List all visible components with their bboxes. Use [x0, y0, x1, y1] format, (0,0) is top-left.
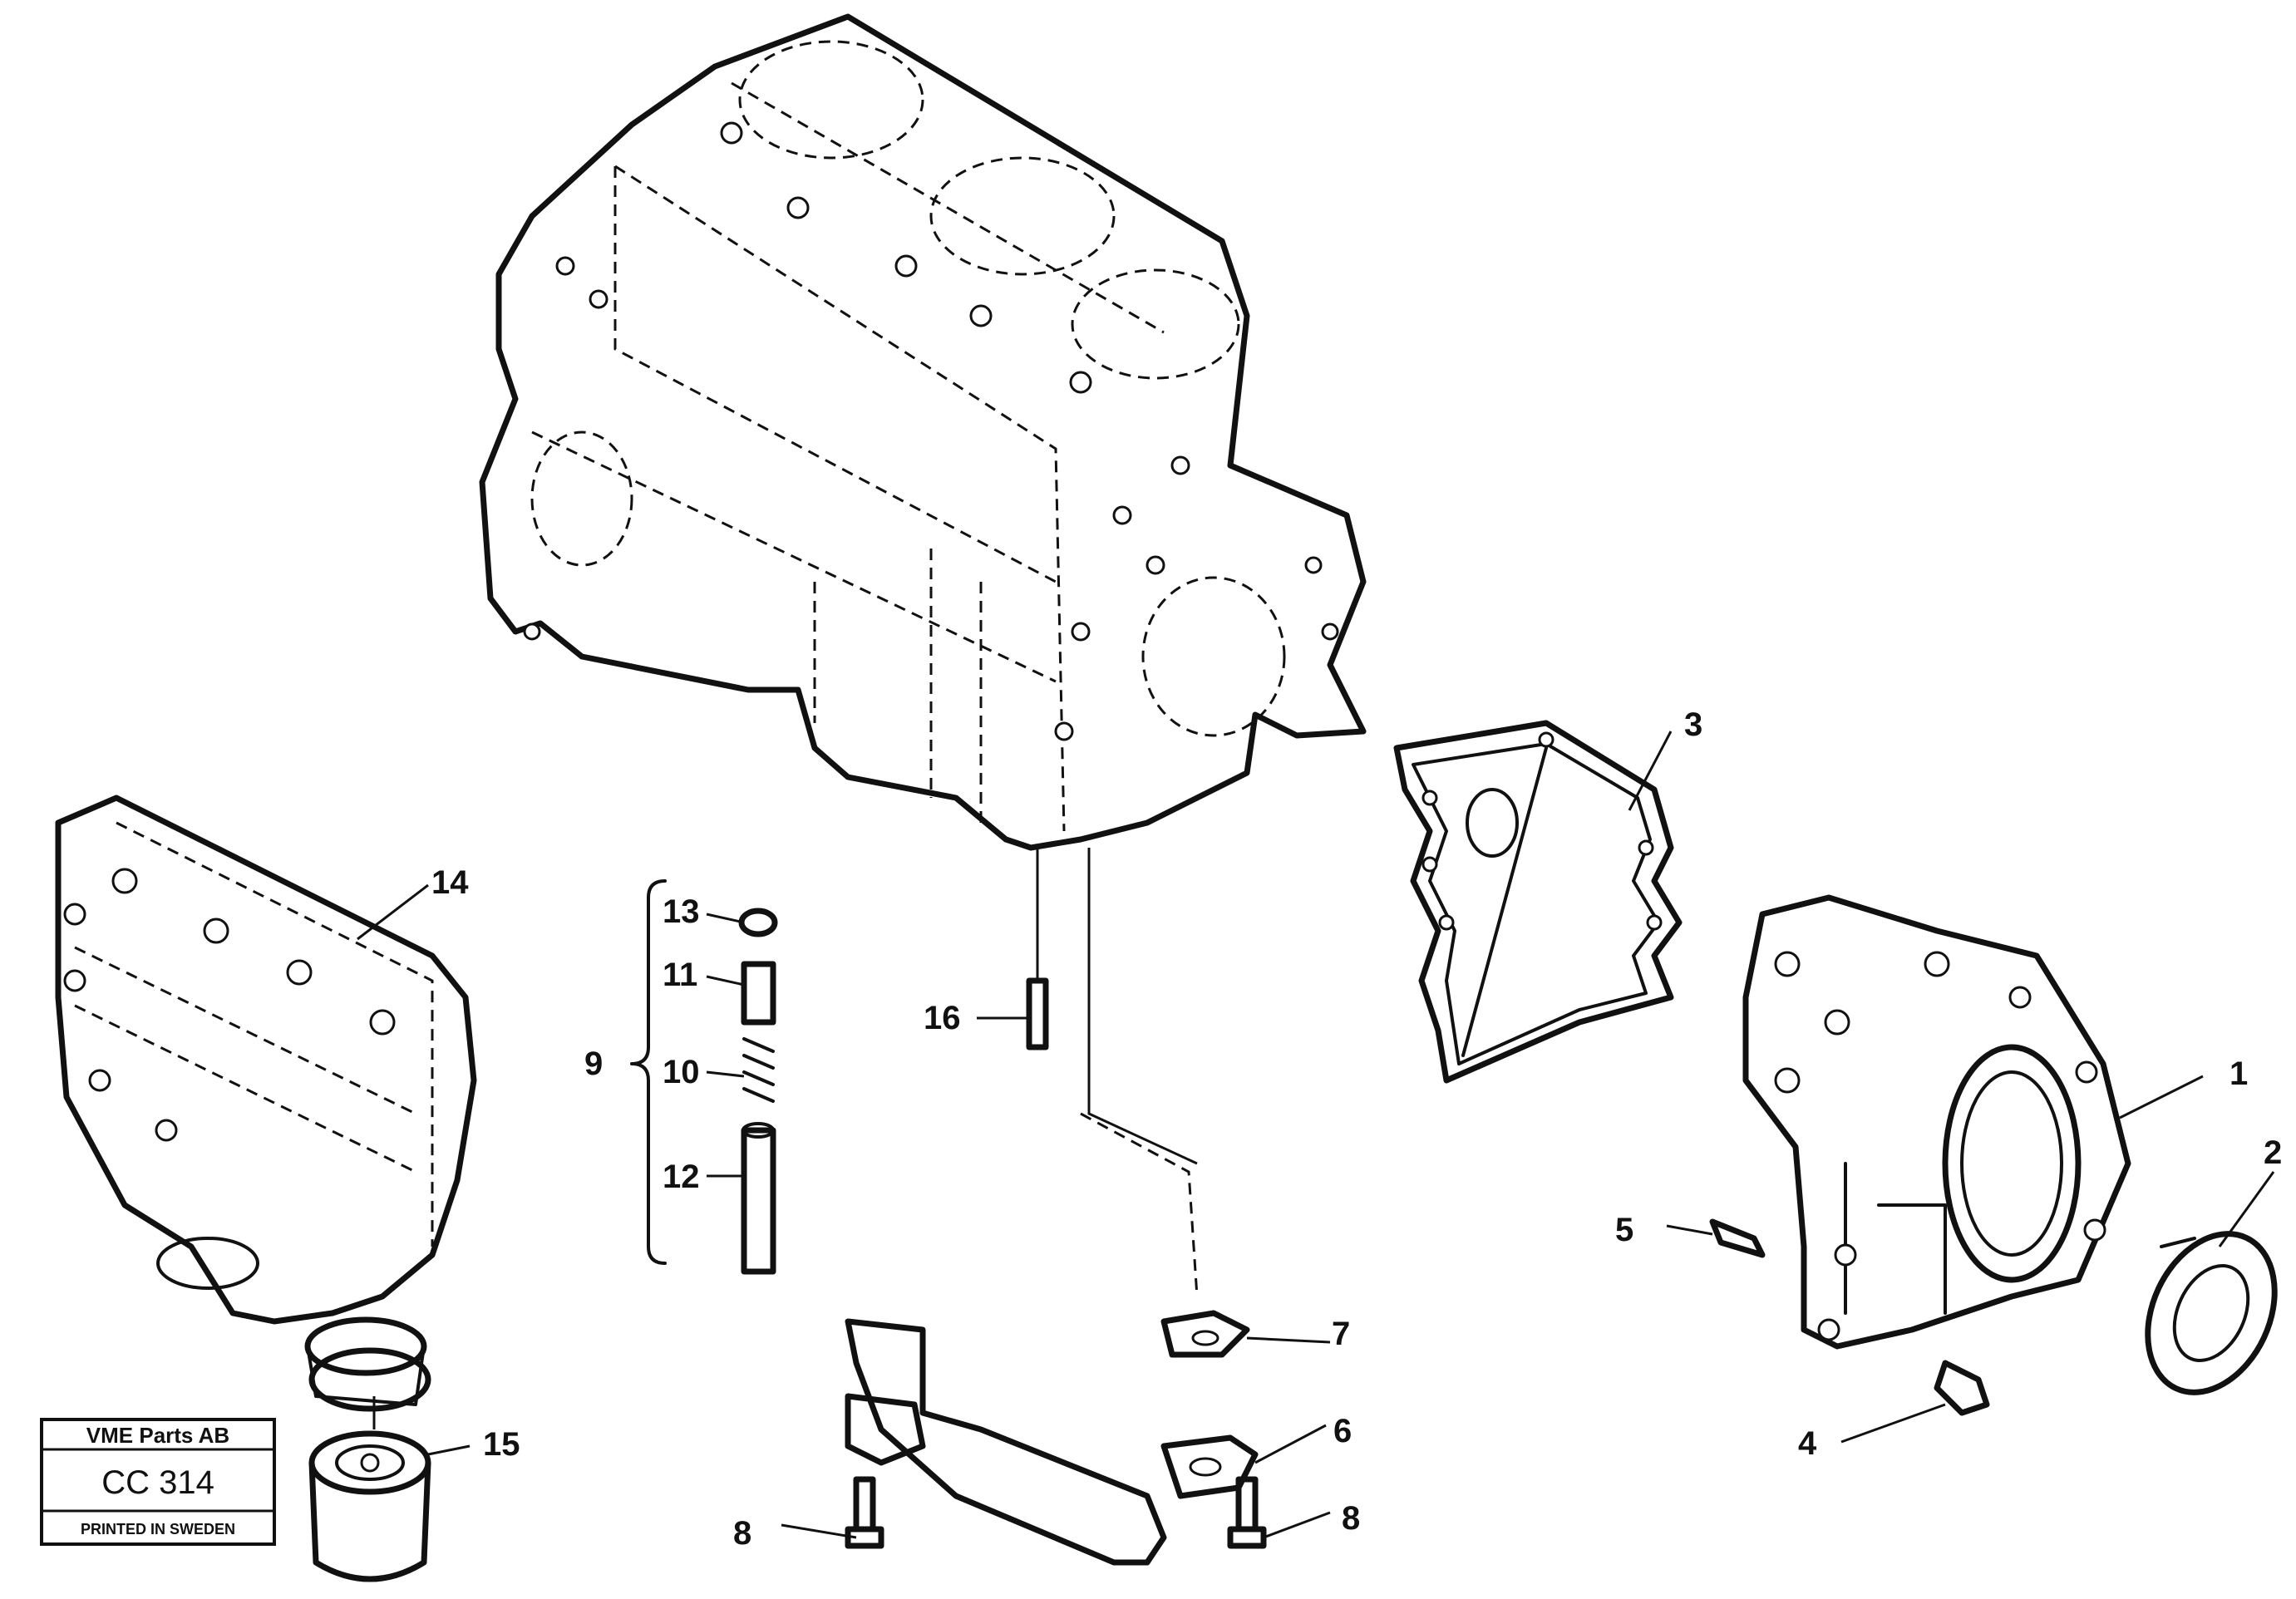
stud-16 [1026, 977, 1049, 1050]
timing-cover [1742, 894, 2131, 1350]
oil-pickup-pipe [845, 1310, 1259, 1566]
callout-1: 1 [2229, 1055, 2248, 1092]
assembly-line-pickup-dashed [1080, 1112, 1199, 1297]
callout-15: 15 [483, 1426, 520, 1463]
callout-8-right: 8 [1342, 1500, 1360, 1537]
relief-valve-group [630, 879, 778, 1275]
dowel-pin [1709, 1218, 1766, 1258]
assembly-line-pickup [1087, 848, 1198, 1165]
leader-lines [357, 731, 2275, 1539]
oil-filter-housing [55, 795, 477, 1406]
valve-piston [741, 1127, 776, 1275]
callout-13: 13 [663, 893, 700, 930]
callout-10: 10 [663, 1054, 700, 1090]
pickup-flange [1160, 1434, 1259, 1499]
callout-8-left: 8 [733, 1515, 751, 1552]
callout-7: 7 [1332, 1316, 1350, 1352]
callout-2: 2 [2264, 1134, 2282, 1171]
cover-bolt [1934, 1360, 1990, 1416]
valve-plug [738, 908, 778, 937]
callout-3: 3 [1684, 706, 1702, 743]
valve-piston-small [741, 961, 776, 1026]
callout-4: 4 [1798, 1425, 1817, 1462]
pickup-bolt-left [845, 1476, 884, 1549]
callout-9: 9 [584, 1046, 603, 1082]
callout-6: 6 [1333, 1413, 1352, 1449]
crankshaft-seal [2145, 1231, 2278, 1395]
callout-12: 12 [663, 1159, 700, 1195]
timing-cover-gasket [1393, 720, 1683, 1084]
callout-16: 16 [924, 1000, 961, 1036]
publisher-stamp: VME Parts AB CC 314 PRINTED IN SWEDEN [40, 1418, 276, 1546]
pickup-bolt-right [1227, 1476, 1267, 1549]
stamp-company: VME Parts AB [86, 1423, 229, 1448]
callout-5: 5 [1615, 1212, 1633, 1248]
callout-14: 14 [431, 864, 469, 901]
pickup-flange-gasket [1160, 1310, 1250, 1358]
stamp-code: CC 314 [101, 1464, 214, 1501]
engine-block [479, 13, 1367, 851]
oil-filter [308, 1347, 431, 1582]
valve-spring [742, 1037, 775, 1103]
callout-11: 11 [663, 957, 697, 993]
stamp-footer: PRINTED IN SWEDEN [81, 1521, 235, 1538]
